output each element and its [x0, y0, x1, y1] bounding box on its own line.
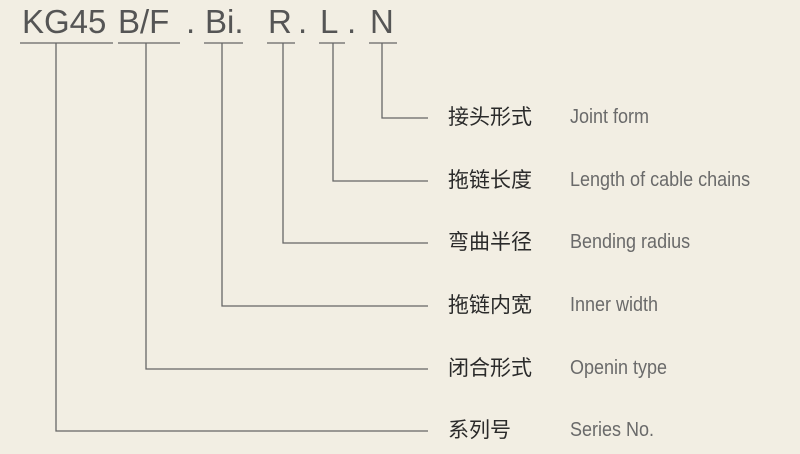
code-length: L — [320, 3, 339, 40]
code-type: B/F — [118, 3, 170, 40]
legend-zh: 拖链长度 — [448, 168, 532, 192]
leader-bending-radius — [282, 43, 428, 244]
code-radius: R — [268, 3, 292, 40]
code-dot-2: . — [298, 3, 308, 40]
code-series: KG45 — [22, 3, 107, 40]
legend-zh: 弯曲半径 — [448, 230, 532, 254]
legend-zh: 接头形式 — [448, 105, 532, 129]
code-dot-1: . — [186, 3, 196, 40]
legend-en: Bending radius — [570, 231, 691, 253]
code-dot-3: . — [347, 3, 357, 40]
legend-en: Length of cable chains — [570, 169, 751, 191]
leader-chain-length — [332, 43, 428, 182]
legend-zh: 拖链内宽 — [448, 293, 532, 317]
leader-inner-width — [221, 43, 428, 307]
leader-opening-type — [145, 43, 428, 370]
leader-joint-form — [381, 43, 428, 119]
legend-en: Inner width — [570, 294, 659, 316]
legend-zh: 系列号 — [448, 418, 511, 442]
code-inner-width: Bi. — [205, 3, 244, 40]
legend-en: Openin type — [570, 357, 668, 379]
legend-zh: 闭合形式 — [448, 356, 532, 380]
code-joint: N — [370, 3, 394, 40]
legend-en: Series No. — [570, 419, 655, 441]
leader-series-no — [55, 43, 428, 432]
legend-en: Joint form — [570, 106, 650, 128]
